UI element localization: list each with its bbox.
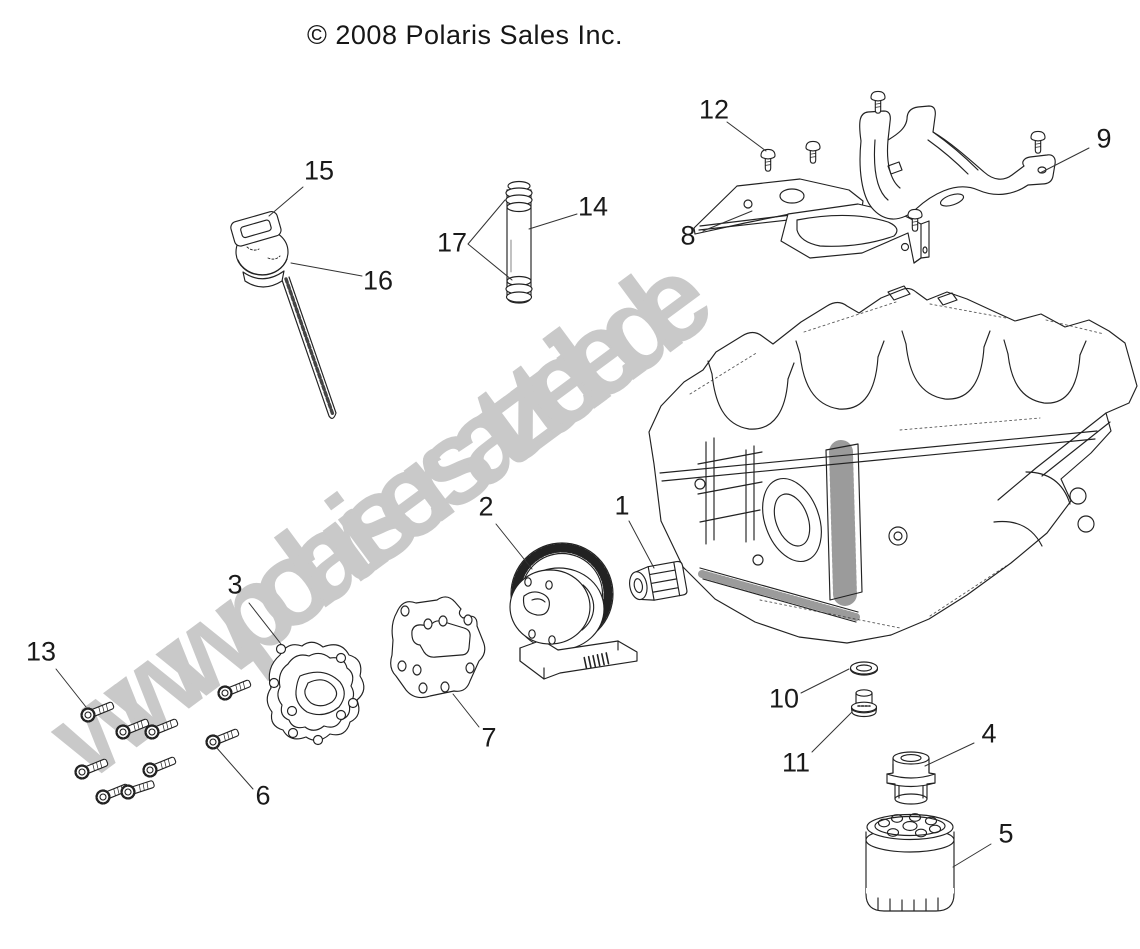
callout-6: 6 [255,780,271,811]
heat-shield-upper [859,105,1056,220]
callout-5: 5 [998,818,1014,849]
callout-17: 17 [436,227,468,258]
oil-filter [865,813,955,912]
sealing-washer [849,661,879,676]
callout-7: 7 [481,722,497,753]
mounting-bolts [71,675,254,808]
callout-4: 4 [981,718,997,749]
callout-12: 12 [698,94,730,125]
oil-pump [509,542,638,680]
callout-13: 13 [25,636,57,667]
callout-1: 1 [614,490,630,521]
dipstick [230,211,337,419]
callout-15: 15 [303,155,335,186]
callout-2: 2 [478,491,494,522]
pump-gasket [390,596,486,699]
callout-3: 3 [227,569,243,600]
oil-fitting [629,560,688,601]
oil-filter-nipple [886,751,936,805]
copyright: © 2008 Polaris Sales Inc. [307,20,624,50]
heat-shield-lower [693,178,930,264]
oil-tube [505,180,533,304]
callout-11: 11 [781,747,811,778]
callout-16: 16 [362,265,394,296]
callout-8: 8 [680,220,696,251]
leader-lines [55,121,1090,868]
callout-9: 9 [1096,123,1112,154]
callout-10: 10 [768,683,800,714]
drain-plug [850,689,878,718]
callout-14: 14 [577,191,609,222]
crankcase [648,285,1138,644]
pump-cover [266,641,365,746]
